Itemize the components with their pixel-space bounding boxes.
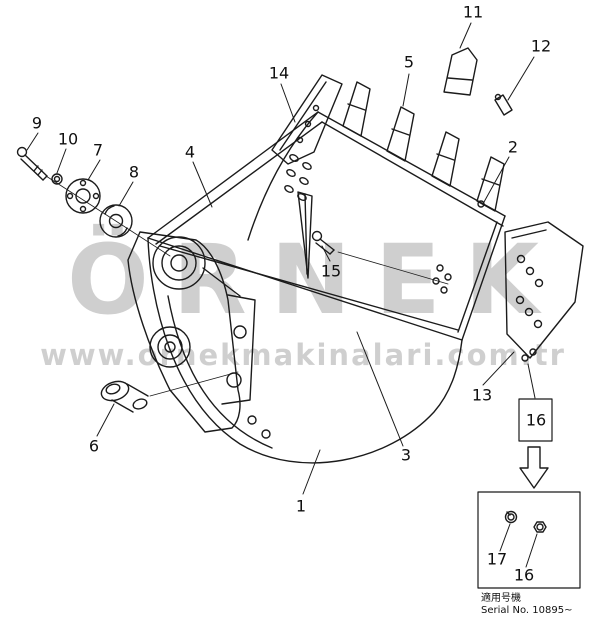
tooth-part <box>443 47 478 96</box>
leader-lines <box>26 22 538 568</box>
callout-3: 3 <box>400 445 412 465</box>
side-cutter-left <box>271 74 343 165</box>
hinge-bracket <box>127 231 271 439</box>
bucket-center-rib <box>297 191 313 279</box>
serial-note-text: Serial No. 10895~ <box>481 605 573 616</box>
callout-13: 13 <box>471 385 493 405</box>
bucket-rim <box>147 111 506 341</box>
callout-16: 16 <box>525 410 547 430</box>
watermark-url: www.ornekmakinalari.com.tr <box>40 338 566 372</box>
callout-8: 8 <box>128 162 140 182</box>
callout-12: 12 <box>530 36 552 56</box>
hardware-detail-box <box>477 491 581 589</box>
callout-4: 4 <box>184 142 196 162</box>
callout-11: 11 <box>462 2 484 22</box>
bucket-shell <box>147 111 463 464</box>
wall-fasteners <box>284 153 312 202</box>
ref-16-frame <box>518 398 553 489</box>
callout-15: 15 <box>320 261 342 281</box>
callout-5: 5 <box>403 52 415 72</box>
callout-14: 14 <box>268 63 290 83</box>
side-cutter-right <box>504 221 584 362</box>
callout-9: 9 <box>31 113 43 133</box>
assembly-axes <box>45 175 449 397</box>
cutter-bolt-holes <box>432 200 485 294</box>
serial-note-cjk: 適用号機 <box>481 593 521 604</box>
callout-16-detail: 16 <box>513 565 535 585</box>
callout-6: 6 <box>88 436 100 456</box>
serial-note: 適用号機 Serial No. 10895~ <box>481 593 572 617</box>
bucket-teeth <box>342 81 505 212</box>
pivot-pin-part <box>100 380 149 413</box>
callout-7: 7 <box>92 140 104 160</box>
tooth-pin-part <box>494 93 513 116</box>
callout-2: 2 <box>507 137 519 157</box>
callout-1: 1 <box>295 496 307 516</box>
pin-retainer-parts <box>16 146 133 238</box>
callout-10: 10 <box>57 129 79 149</box>
watermark-brand: ÖRNEK <box>67 224 563 336</box>
callout-17: 17 <box>486 549 508 569</box>
edge-bolt-part <box>311 230 335 255</box>
